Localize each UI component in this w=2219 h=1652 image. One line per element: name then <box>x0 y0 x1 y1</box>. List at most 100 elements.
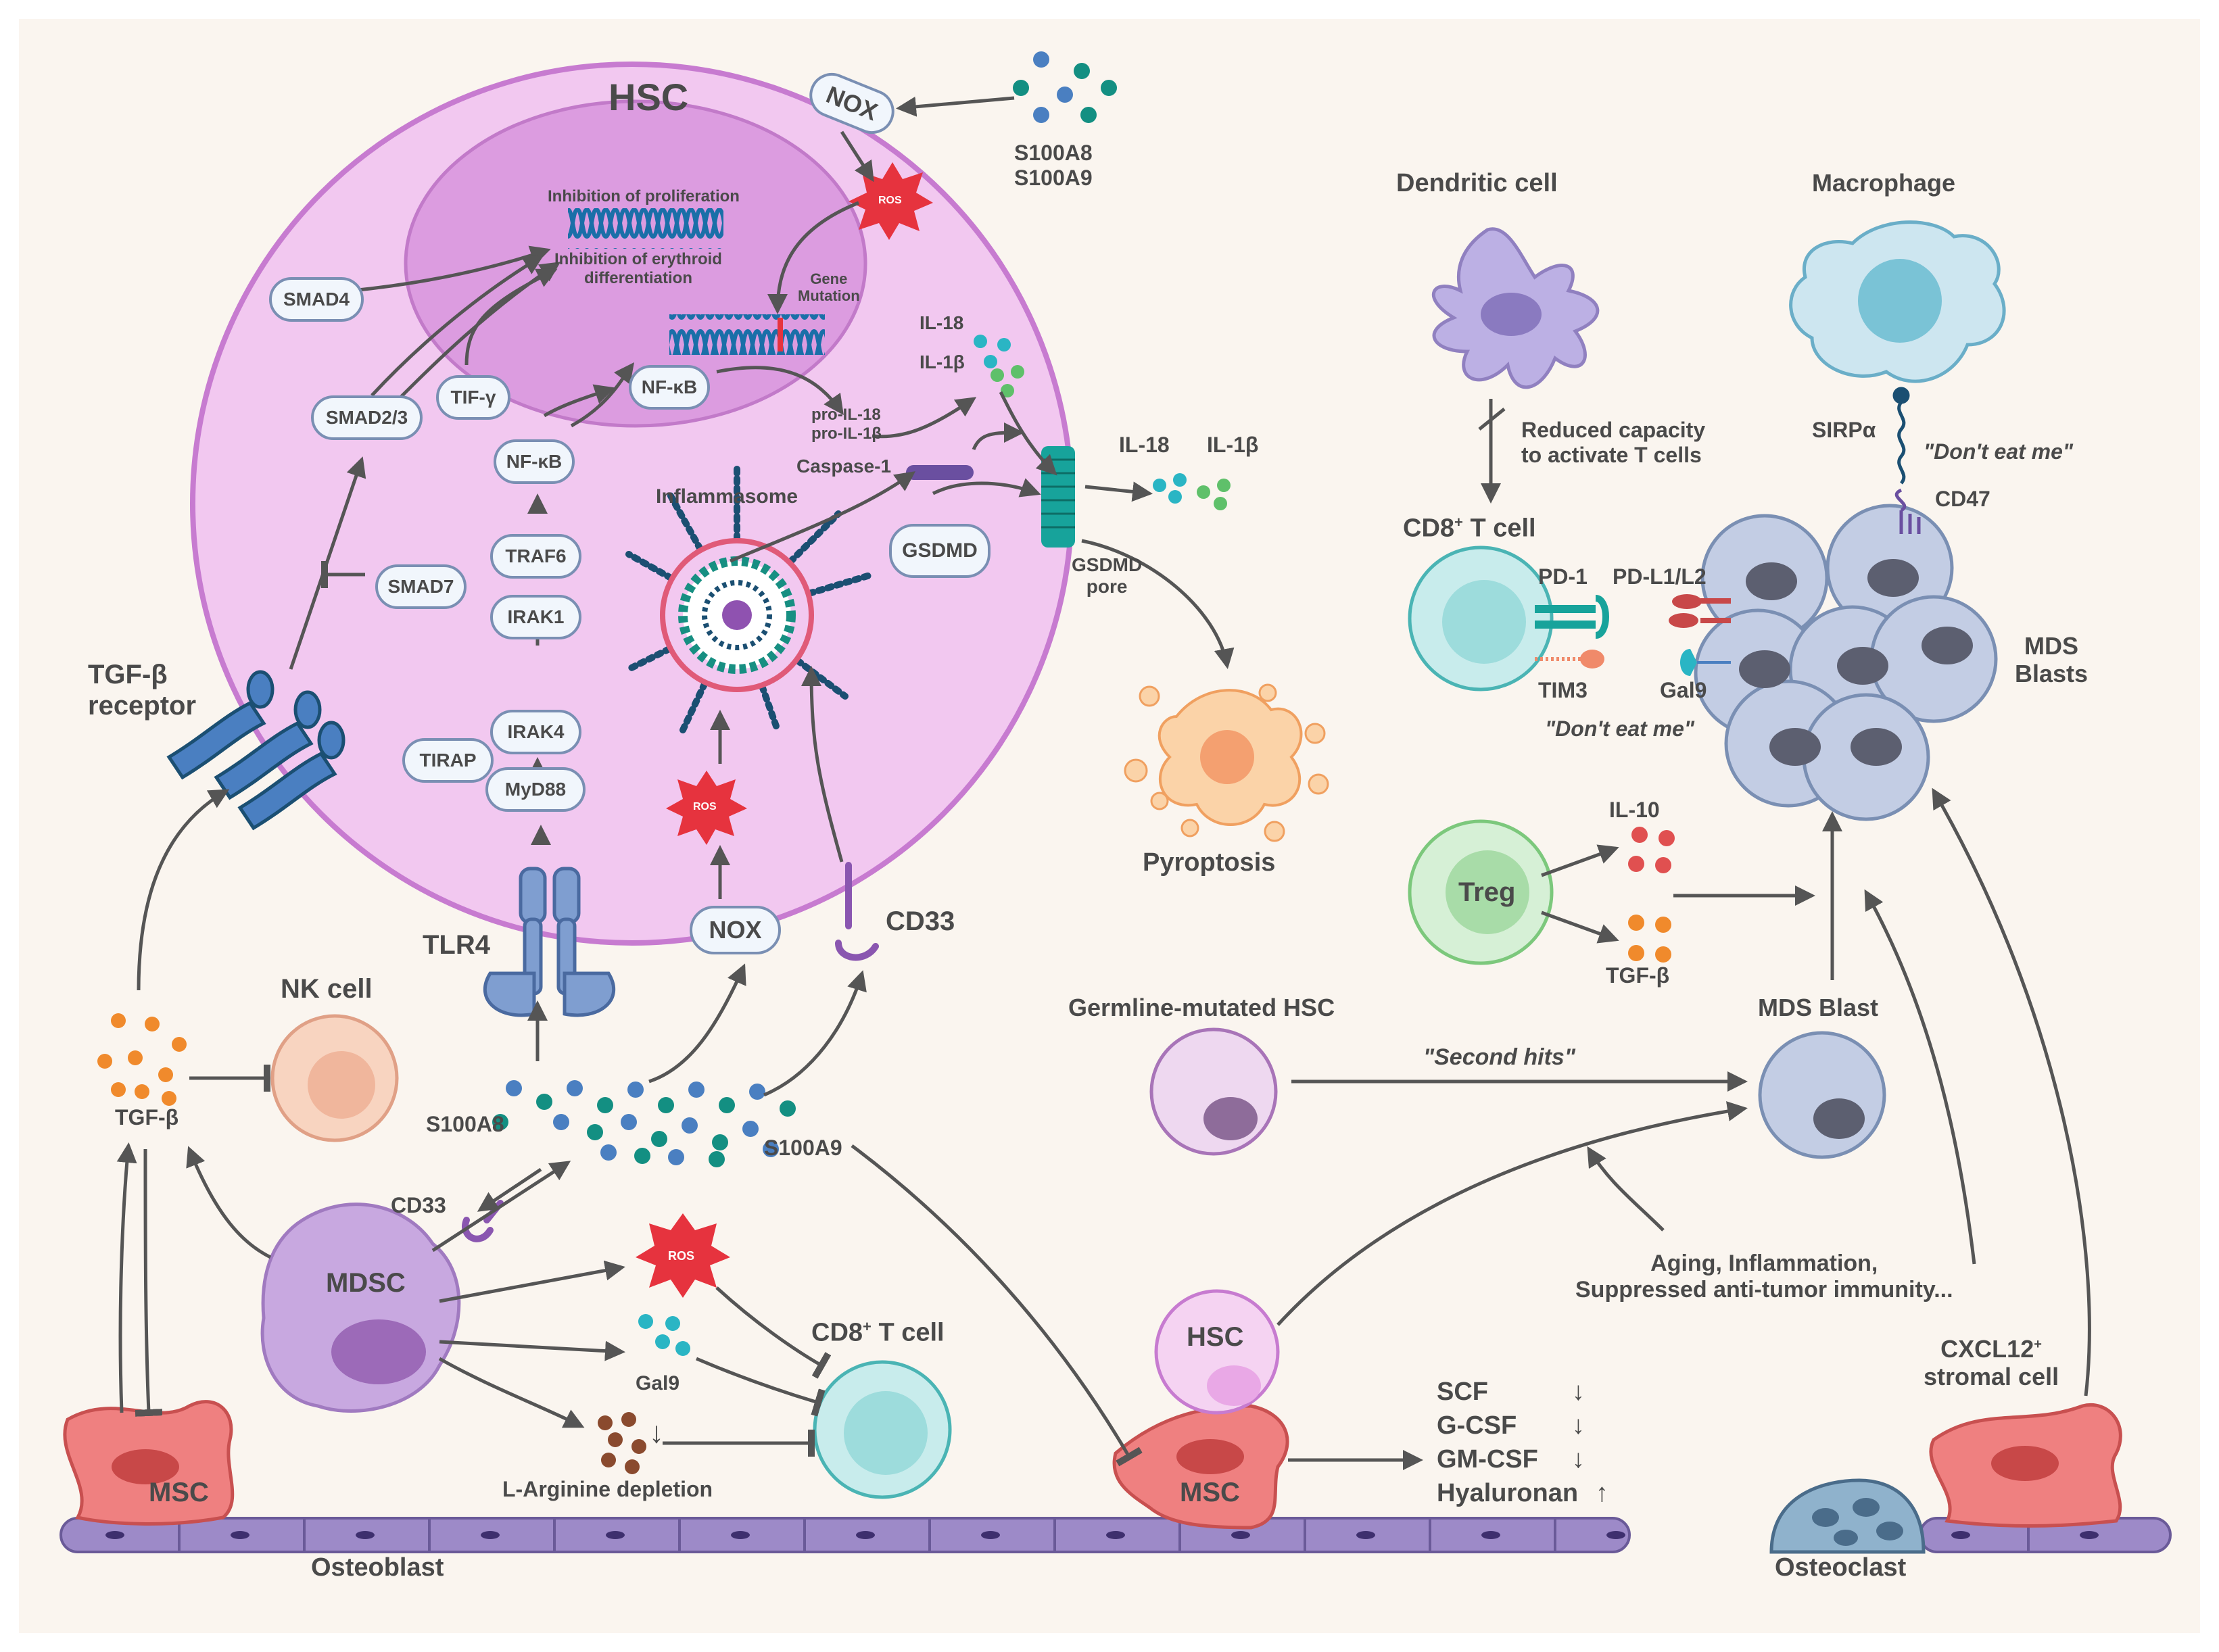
smad23-pill: SMAD2/3 <box>311 395 423 440</box>
osteoclast-label: Osteoclast <box>1775 1553 1907 1582</box>
tlr4-label: TLR4 <box>423 930 490 960</box>
s100a9-label: S100A9 <box>764 1136 842 1160</box>
osteoclast <box>1769 1478 1926 1554</box>
s100-dots-top <box>1013 51 1117 123</box>
tgfb-treg-label: TGF-β <box>1606 963 1670 988</box>
gene-mutation-text: Gene Mutation <box>798 270 860 305</box>
nk-cell-label: NK cell <box>281 974 373 1004</box>
smad7-pill: SMAD7 <box>375 564 467 609</box>
cytokine-row: Hyaluronan ↑ <box>1437 1479 1608 1508</box>
inhib-ery-text: Inhibition of erythroid differentiation <box>554 250 722 287</box>
myd88-pill: MyD88 <box>485 767 586 812</box>
cytokine-row: G-CSF ↓ <box>1437 1411 1585 1440</box>
pd1-receptor <box>1535 595 1609 639</box>
il10-dots <box>1628 827 1675 873</box>
nfkb-nucleus-pill: NF-κB <box>629 365 710 410</box>
smad4-pill: SMAD4 <box>269 277 364 322</box>
mds-blasts-cluster <box>1694 504 1998 821</box>
nk-cell <box>270 1014 399 1142</box>
arrows <box>116 96 2091 1470</box>
nox-top-pill: NOX <box>803 66 901 141</box>
cd47-label: CD47 <box>1935 487 1990 511</box>
s100-dots-bottom <box>492 1080 796 1167</box>
dendritic-cell <box>1431 227 1600 389</box>
ros-burst-mid <box>666 771 747 845</box>
msc-right-label: MSC <box>1180 1478 1240 1507</box>
pro-il-label: pro-IL-18 pro-IL-1β <box>811 406 882 443</box>
mds-blast-label: MDS Blast <box>1758 994 1879 1021</box>
cxcl12-label: CXCL12+ stromal cell <box>1924 1335 2059 1391</box>
il-dots-inside <box>974 335 1024 397</box>
gsdmd-pill: GSDMD <box>889 524 991 578</box>
traf6-pill: TRAF6 <box>490 534 581 579</box>
macrophage-label: Macrophage <box>1812 169 1956 197</box>
tgfb-receptor-label: TGF-β receptor <box>88 660 197 721</box>
hsc-main-label: HSC <box>609 76 689 118</box>
s100a8-label: S100A8 <box>426 1112 504 1136</box>
cd33-left-label: CD33 <box>391 1193 446 1217</box>
inflammasome-label: Inflammasome <box>656 485 798 508</box>
irak1-pill: IRAK1 <box>490 595 581 639</box>
germline-hsc-label: Germline-mutated HSC <box>1068 994 1335 1021</box>
arginine-dots <box>598 1412 646 1474</box>
cytokine-row: SCF ↓ <box>1437 1378 1585 1407</box>
treg-label: Treg <box>1458 877 1516 907</box>
cd33-receptor-right <box>835 862 879 961</box>
hsc-small-cell <box>1154 1289 1280 1415</box>
inhibition-lines <box>135 561 1143 1467</box>
reduced-capacity-tick <box>1478 408 1506 431</box>
gal9-receptor <box>1680 649 1731 676</box>
reduced-capacity-label: Reduced capacity to activate T cells <box>1521 418 1706 467</box>
pdl-label: PD-L1/L2 <box>1613 564 1707 589</box>
osteoblast-label: Osteoblast <box>311 1553 444 1582</box>
cd8-tcell-bottom <box>813 1360 952 1499</box>
cytokine-changes-list: SCF ↓ G-CSF ↓ GM-CSF ↓ Hyaluronan ↑ <box>1437 1376 1636 1511</box>
s100-top-label: S100A8 S100A9 <box>1014 141 1093 190</box>
il-dots-outside <box>1153 473 1231 510</box>
cd47-receptor <box>1894 488 1921 534</box>
il10-label: IL-10 <box>1609 798 1660 822</box>
hsc-small-label: HSC <box>1187 1322 1244 1352</box>
ros-mid-label: ROS <box>693 801 717 812</box>
dont-eat-me-2: "Don't eat me" <box>1545 716 1695 741</box>
tif-gamma-pill: TIF-γ <box>436 375 510 420</box>
cd8-tcell-top <box>1408 545 1554 691</box>
mutated-dna-icon <box>669 314 825 355</box>
inflammasome <box>625 463 876 733</box>
pyroptosis-cell <box>1124 683 1329 842</box>
sirpa-label: SIRPα <box>1812 418 1876 442</box>
il1b-outside-label: IL-1β <box>1207 433 1259 457</box>
second-hits-label: "Second hits" <box>1423 1044 1575 1070</box>
msc-left-cell <box>63 1400 235 1526</box>
cd8-top-label: CD8+ T cell <box>1403 514 1536 543</box>
dont-eat-me-1: "Don't eat me" <box>1924 439 2074 464</box>
gsdmd-pore-label: GSDMD pore <box>1072 554 1143 598</box>
mdsc-cell <box>260 1202 461 1413</box>
tgfb-left-label: TGF-β <box>115 1105 179 1129</box>
cytokine-row: GM-CSF ↓ <box>1437 1445 1585 1474</box>
cd33-right-label: CD33 <box>886 906 955 936</box>
tirap-pill: TIRAP <box>402 738 494 783</box>
gal9-top-label: Gal9 <box>1660 678 1707 702</box>
il18-inside-label: IL-18 <box>920 312 964 333</box>
tim3-label: TIM3 <box>1538 678 1588 702</box>
caspase-1-bar <box>906 465 974 480</box>
aging-label: Aging, Inflammation, Suppressed anti-tum… <box>1575 1250 1953 1303</box>
msc-right-cell <box>1112 1404 1289 1530</box>
tgfb-receptor <box>166 670 345 831</box>
caspase-1-label: Caspase-1 <box>796 456 892 477</box>
pd1-label: PD-1 <box>1538 564 1588 589</box>
arginine-label: L-Arginine depletion <box>502 1477 713 1501</box>
il1b-inside-label: IL-1β <box>920 351 965 372</box>
ros-top-label: ROS <box>878 195 902 206</box>
treg-cell <box>1408 819 1554 965</box>
cxcl12-stromal-cell <box>1929 1403 2122 1528</box>
macrophage-cell <box>1789 220 2006 383</box>
germline-hsc-cell <box>1149 1027 1278 1156</box>
nox-bottom-pill: NOX <box>690 906 781 954</box>
tgfb-dots-treg <box>1628 915 1671 963</box>
nfkb-cyto-pill: NF-κB <box>494 439 575 484</box>
mdsc-label: MDSC <box>326 1268 406 1298</box>
ros-bottom-label: ROS <box>668 1249 695 1263</box>
